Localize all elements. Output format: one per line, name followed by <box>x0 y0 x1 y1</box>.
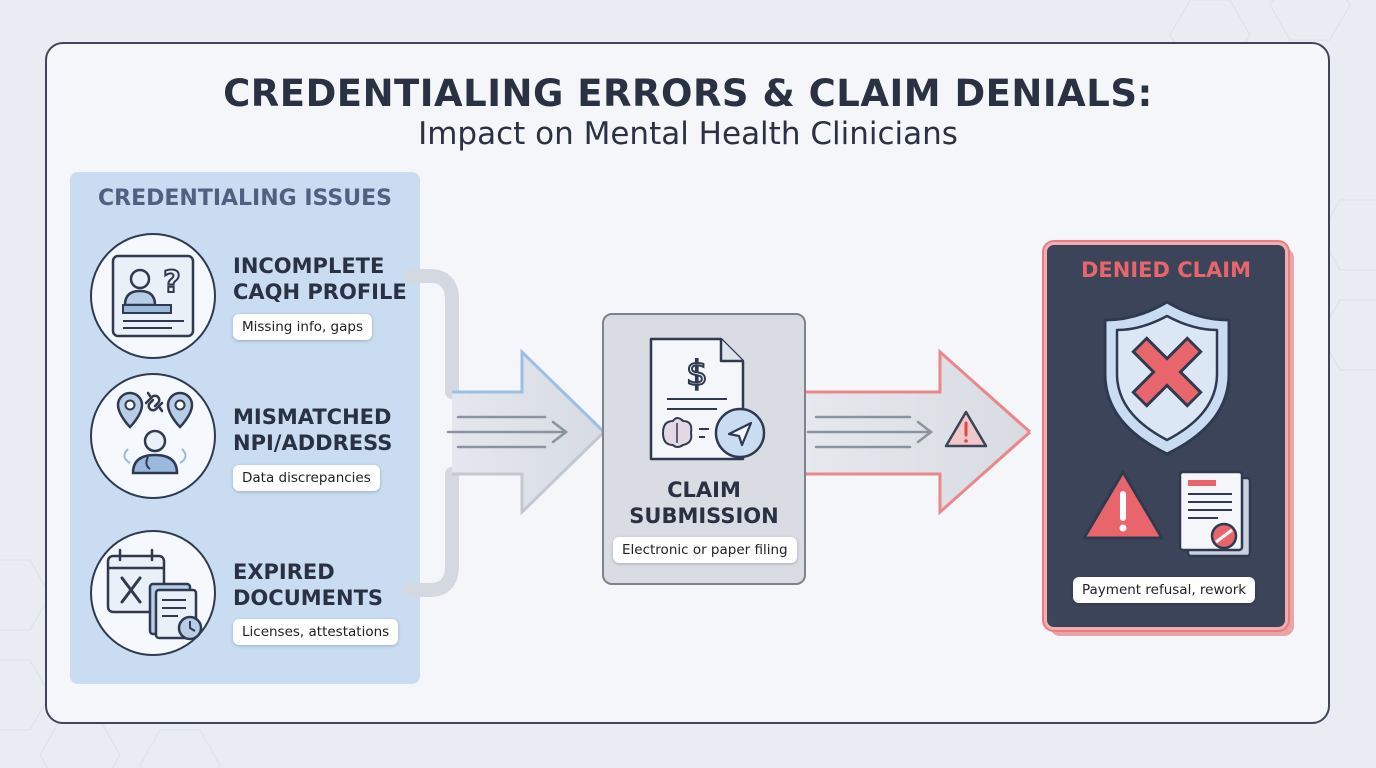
issue-heading-line: CAQH PROFILE <box>233 280 407 304</box>
issue-heading: EXPIRED DOCUMENTS <box>233 559 383 611</box>
profile-question-icon: ? <box>111 254 195 338</box>
issue-heading-line: NPI/ADDRESS <box>233 431 393 455</box>
claim-heading-line: SUBMISSION <box>629 504 779 528</box>
denied-detail-badge: Payment refusal, rework <box>1073 577 1256 603</box>
connector-bracket <box>403 269 459 597</box>
issue-heading-line: MISMATCHED <box>233 405 392 429</box>
issue-icon-circle: ? <box>90 233 216 359</box>
claim-heading: CLAIM SUBMISSION <box>602 477 806 529</box>
svg-text:$: $ <box>686 354 708 394</box>
warning-triangle-icon <box>1082 470 1164 540</box>
shield-x-icon <box>1103 300 1231 456</box>
location-mismatch-icon <box>116 391 194 475</box>
issue-detail-badge: Missing info, gaps <box>233 314 372 340</box>
page-subtitle: Impact on Mental Health Clinicians <box>418 116 958 152</box>
issues-panel-title: CREDENTIALING ISSUES <box>98 186 392 211</box>
claim-document-icon: $ <box>649 337 766 461</box>
svg-text:?: ? <box>163 265 180 300</box>
issue-icon-circle <box>90 373 216 499</box>
issue-detail-badge: Licenses, attestations <box>233 619 399 645</box>
page-title: CREDENTIALING ERRORS & CLAIM DENIALS: <box>223 72 1153 115</box>
issue-heading: MISMATCHED NPI/ADDRESS <box>233 404 392 456</box>
issue-icon-circle <box>90 530 216 656</box>
issue-heading-line: INCOMPLETE <box>233 254 385 278</box>
issue-heading-line: DOCUMENTS <box>233 586 384 610</box>
denied-claim-title: DENIED CLAIM <box>1080 258 1251 282</box>
claim-detail-badge: Electronic or paper filing <box>613 537 797 563</box>
expired-documents-icon <box>106 548 203 641</box>
issue-heading: INCOMPLETE CAQH PROFILE <box>233 253 407 305</box>
issue-heading-line: EXPIRED <box>233 560 335 584</box>
denied-documents-icon <box>1178 470 1252 558</box>
small-warning-icon <box>944 410 988 448</box>
claim-heading-line: CLAIM <box>667 478 741 502</box>
issue-detail-badge: Data discrepancies <box>233 465 380 491</box>
